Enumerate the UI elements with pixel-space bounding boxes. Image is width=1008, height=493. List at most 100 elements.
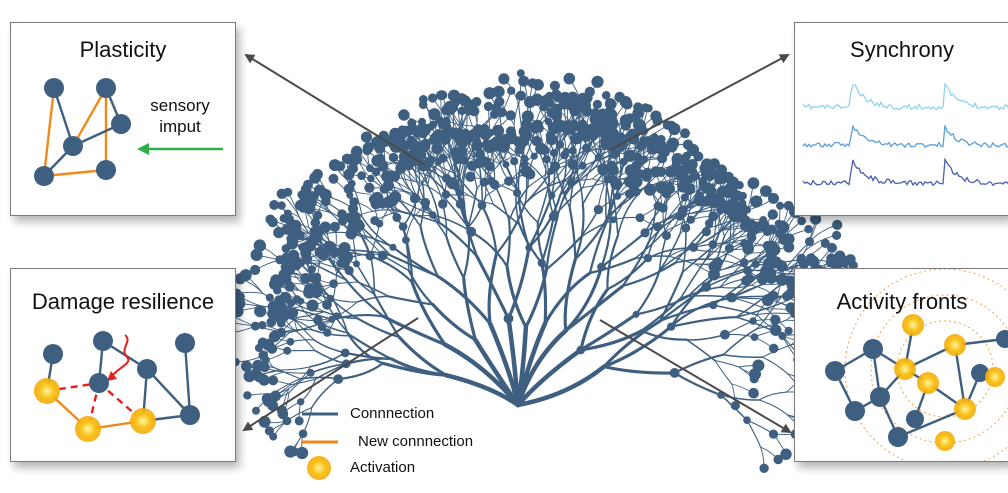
tree-node: [560, 92, 571, 103]
tree-node: [749, 317, 756, 324]
tree-node: [364, 183, 374, 193]
tree-node: [438, 199, 447, 208]
tree-node: [602, 165, 611, 174]
tree-node: [438, 154, 447, 163]
tree-node: [769, 430, 778, 439]
tree-node: [662, 231, 671, 240]
tree-node: [766, 273, 777, 284]
tree-node: [826, 258, 836, 268]
tree-node: [644, 254, 652, 262]
tree-node: [569, 147, 577, 155]
tree-node: [307, 300, 319, 312]
tree-node: [667, 138, 679, 150]
tree-node: [620, 158, 628, 166]
tree-node: [330, 222, 340, 232]
tree-node: [456, 189, 464, 197]
tree-node: [770, 315, 780, 325]
tree-node: [383, 180, 394, 191]
tree-node: [312, 169, 323, 180]
tree-node: [283, 417, 292, 426]
tree-node: [282, 224, 293, 235]
synchrony-panel: Synchrony: [794, 22, 1008, 216]
fronts-title: Activity fronts: [795, 289, 1008, 315]
tree-node: [473, 124, 485, 136]
tree-node: [329, 174, 339, 184]
tree-node: [748, 177, 760, 189]
tree-node: [644, 184, 656, 196]
tree-node: [582, 93, 593, 104]
tree-node: [547, 168, 554, 175]
tree-branch: [757, 313, 794, 315]
tree-node: [252, 407, 260, 415]
tree-node: [681, 193, 689, 201]
synchrony-title: Synchrony: [795, 37, 1008, 63]
tree-node: [480, 178, 489, 187]
tree-node: [418, 118, 426, 126]
tree-node: [291, 255, 300, 264]
tree-node: [832, 231, 841, 240]
tree-node: [591, 76, 603, 88]
tree-node: [699, 180, 708, 189]
tree-node: [389, 244, 396, 251]
tree-node: [769, 291, 778, 300]
arrow-to-plasticity: [246, 55, 425, 165]
tree-node: [770, 256, 782, 268]
tree-node: [415, 149, 426, 160]
tree-node: [287, 307, 298, 318]
tree-node: [579, 162, 587, 170]
tree-node: [739, 192, 747, 200]
tree-node: [243, 391, 251, 399]
tree-node: [317, 248, 329, 260]
tree-node: [313, 211, 322, 220]
tree-node: [593, 100, 602, 109]
tree-node: [503, 161, 510, 168]
tree-node: [307, 369, 315, 377]
tree-node: [466, 227, 476, 237]
tree-node: [797, 254, 806, 263]
tree-node: [776, 202, 784, 210]
tree-node: [251, 249, 263, 261]
tree-node: [540, 103, 548, 111]
tree-node: [287, 338, 295, 346]
tree-node: [738, 199, 746, 207]
tree-branch: [762, 357, 788, 374]
tree-branch: [660, 305, 713, 321]
tree-node: [521, 155, 529, 163]
tree-node: [419, 100, 428, 109]
tree-node: [504, 314, 514, 324]
tree-node: [581, 131, 592, 142]
tree-node: [260, 362, 270, 372]
tree-node: [443, 103, 452, 112]
tree-node: [451, 147, 461, 157]
tree-node: [254, 305, 266, 317]
tree-node: [633, 311, 640, 318]
tree-node: [279, 410, 287, 418]
tree-node: [614, 192, 621, 199]
tree-node: [725, 244, 734, 253]
tree-node: [517, 69, 525, 77]
tree-node: [696, 192, 704, 200]
tree-branch: [446, 236, 463, 278]
tree-node: [483, 141, 495, 153]
tree-branch: [357, 264, 375, 295]
tree-node: [371, 198, 382, 209]
tree-node: [681, 224, 690, 233]
tree-node: [431, 143, 442, 154]
tree-node: [326, 295, 334, 303]
tree-node: [804, 225, 812, 233]
tree-node: [797, 217, 806, 226]
tree-node: [595, 154, 602, 161]
tree-node: [821, 239, 830, 248]
legend-connection-label: Connnection: [350, 405, 434, 422]
tree-node: [593, 110, 601, 118]
tree-node: [398, 160, 408, 170]
tree-node: [366, 251, 375, 260]
plasticity-panel: Plasticity sensory imput: [10, 22, 236, 216]
tree-node: [267, 308, 278, 319]
tree-node: [567, 178, 576, 187]
tree-node: [292, 221, 300, 229]
tree-node: [349, 197, 358, 206]
tree-branch: [464, 278, 476, 340]
tree-node: [610, 216, 617, 223]
tree-node: [480, 157, 491, 168]
